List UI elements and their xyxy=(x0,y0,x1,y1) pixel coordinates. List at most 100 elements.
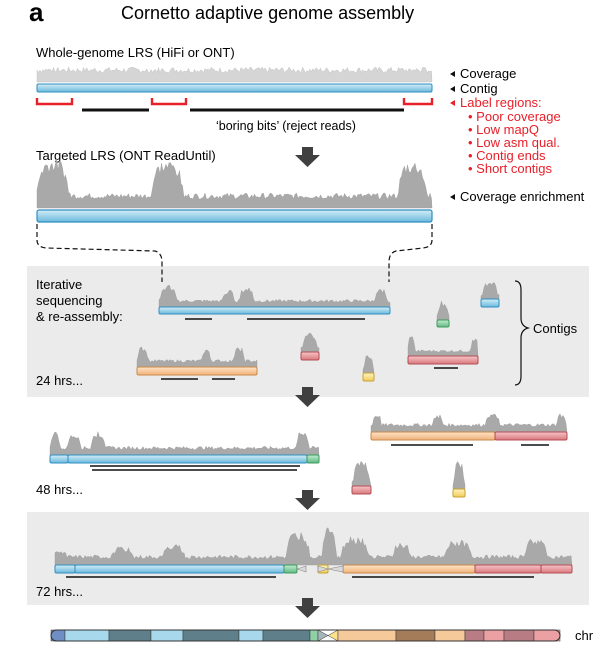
chromosome-centromere xyxy=(317,629,329,642)
coverage-track-whole-genome xyxy=(36,66,433,83)
flow-arrow-1 xyxy=(295,147,320,167)
coverage-contig-48h-2 xyxy=(370,413,568,433)
contig-24h-orange xyxy=(136,366,258,376)
legend-pointer-label-regions xyxy=(450,100,455,106)
chromosome-segment xyxy=(309,629,319,642)
flow-arrow-4 xyxy=(295,598,320,618)
coverage-profile-targeted xyxy=(36,158,433,209)
stage1-heading: Whole-genome LRS (HiFi or ONT) xyxy=(36,45,235,60)
contigs-24h xyxy=(136,282,500,382)
stage3-heading-line-2: sequencing xyxy=(36,293,103,308)
contig-bar-whole-genome xyxy=(36,83,433,93)
panel-letter: a xyxy=(29,0,44,27)
coverage-contig-24h-4 xyxy=(300,332,320,353)
label-region-item: • Short contigs xyxy=(468,161,553,176)
contig-72h-green xyxy=(283,564,298,574)
contigs-72h xyxy=(54,527,573,578)
contig-24h-pink-long xyxy=(407,355,479,365)
chromosome-segment xyxy=(434,629,466,642)
contig-24h-blue-small xyxy=(480,298,500,308)
chromosome-segment xyxy=(238,629,264,642)
contig-48h-pink xyxy=(494,431,568,441)
boring-bits-label: ‘boring bits’ (reject reads) xyxy=(216,119,356,133)
stage3-heading: Iterative sequencing & re-assembly: xyxy=(36,277,123,324)
legend-label-regions: Label regions: xyxy=(460,95,542,110)
coverage-contig-48h-4 xyxy=(452,461,466,490)
contig-72h-orange xyxy=(342,564,476,574)
label-region-markers xyxy=(35,98,434,106)
coverage-contig-24h-5 xyxy=(436,300,450,321)
stage3-heading-line-1: Iterative xyxy=(36,277,82,292)
contig-24h-blue-large xyxy=(158,306,391,315)
zoom-connector-lines xyxy=(36,224,433,282)
chromosome-segment xyxy=(464,629,485,642)
coverage-contig-24h-3 xyxy=(407,336,479,357)
coverage-contig-24h-2 xyxy=(136,346,258,368)
time-label-72h: 72 hrs... xyxy=(36,584,83,599)
iteration-band-24h xyxy=(27,266,589,397)
contigs-label: Contigs xyxy=(533,321,578,336)
chromosome-centromere xyxy=(327,629,339,642)
time-label-48h: 48 hrs... xyxy=(36,482,83,497)
legend-pointer-coverage xyxy=(450,71,455,77)
contigs-48h xyxy=(49,413,568,498)
coverage-contig-24h-1 xyxy=(158,285,391,308)
coverage-contig-24h-7 xyxy=(362,355,375,374)
chromosome-outline xyxy=(50,629,561,642)
chromosome-segment xyxy=(262,629,311,642)
contig-72h-blue xyxy=(74,564,285,574)
label-region-low-coverage xyxy=(150,98,188,106)
legend-contig: Contig xyxy=(460,81,498,96)
chromosome-segment xyxy=(108,629,152,642)
chromosome-segment xyxy=(533,629,561,642)
figure-title: Cornetto adaptive genome assembly xyxy=(121,3,414,23)
label-region-item: • Poor coverage xyxy=(468,109,561,124)
coverage-profile-whole-genome xyxy=(36,66,433,83)
coverage-contig-24h-6 xyxy=(480,282,500,300)
contig-junctions-72h xyxy=(296,565,344,573)
coverage-track-targeted xyxy=(36,158,433,209)
label-region-right-end xyxy=(402,98,434,106)
chromosome-segment xyxy=(503,629,535,642)
flow-arrow-3 xyxy=(295,490,320,510)
contig-48h-blue-end xyxy=(49,454,69,464)
chromosome-segment xyxy=(395,629,436,642)
legend-pointer-contig xyxy=(450,86,455,92)
coverage-contig-48h-3 xyxy=(351,460,372,487)
contigs-brace xyxy=(514,280,531,386)
label-region-item: • Low mapQ xyxy=(468,122,539,137)
stage2-heading: Targeted LRS (ONT ReadUntil) xyxy=(36,148,216,163)
legend-whole-genome: Coverage Contig Label regions: • Poor co… xyxy=(450,66,561,176)
contig-72h-pink xyxy=(474,564,542,574)
label-region-list: • Poor coverage• Low mapQ• Low asm qual.… xyxy=(468,109,561,176)
flow-arrow-2 xyxy=(295,387,320,407)
chromosome-label: chr xyxy=(575,628,594,643)
label-region-item: • Contig ends xyxy=(468,148,546,163)
contig-24h-pink-short xyxy=(300,351,320,361)
chromosome-segment xyxy=(64,629,110,642)
chromosome-segment xyxy=(150,629,184,642)
label-region-left-end xyxy=(35,98,74,106)
chromosome-segment xyxy=(182,629,240,642)
coverage-contig-48h-1 xyxy=(49,430,320,456)
contig-48h-yellow xyxy=(452,488,466,498)
time-label-24h: 24 hrs... xyxy=(36,373,83,388)
legend-coverage-enrichment: Coverage enrichment xyxy=(460,189,585,204)
contig-24h-green xyxy=(436,319,450,328)
contig-72h-blue-end xyxy=(54,564,76,574)
chromosome-segment xyxy=(337,629,397,642)
final-chromosome xyxy=(50,629,561,642)
contig-48h-blue xyxy=(67,454,308,464)
coverage-contig-72h xyxy=(54,527,573,566)
chromosome-segment xyxy=(483,629,505,642)
contig-48h-orange xyxy=(370,431,496,441)
contig-48h-pink-short xyxy=(351,485,372,495)
legend-pointer-enrichment xyxy=(450,194,455,200)
contig-72h-pink-end xyxy=(540,564,573,574)
contig-48h-green xyxy=(306,454,320,464)
contig-bar-targeted xyxy=(36,209,433,223)
label-region-item: • Low asm qual. xyxy=(468,135,560,150)
legend-coverage: Coverage xyxy=(460,66,516,81)
stage3-heading-line-3: & re-assembly: xyxy=(36,309,123,324)
